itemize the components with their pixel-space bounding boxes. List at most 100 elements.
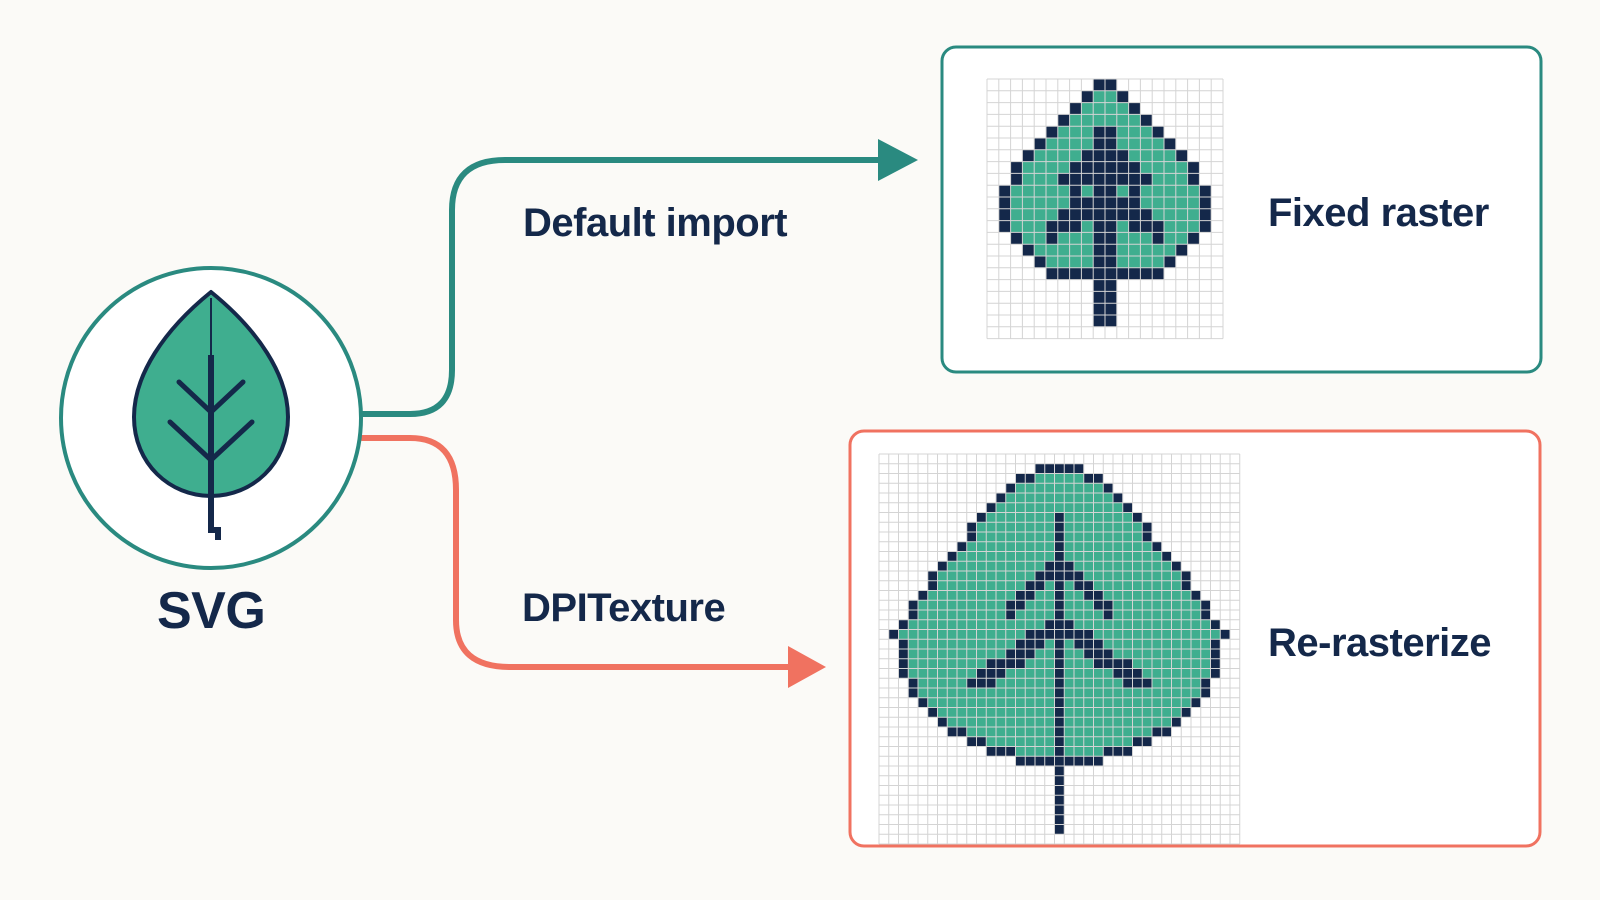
pixel-cell bbox=[1210, 639, 1221, 649]
pixel-cell bbox=[1074, 639, 1084, 649]
pixel-cell bbox=[1054, 736, 1065, 747]
pixel-cell bbox=[966, 629, 977, 640]
pixel-cell bbox=[1113, 580, 1123, 591]
pixel-cell bbox=[1035, 668, 1045, 679]
pixel-cell bbox=[986, 610, 996, 620]
pixel-cell bbox=[1074, 688, 1084, 698]
pixel-cell bbox=[1093, 161, 1105, 174]
fixed-raster-pixel-grid bbox=[986, 78, 1224, 340]
pixel-cell bbox=[898, 639, 909, 649]
pixel-cell bbox=[1093, 244, 1105, 256]
pixel-cell bbox=[1093, 473, 1104, 484]
pixel-cell bbox=[1191, 619, 1201, 630]
pixel-cell bbox=[996, 649, 1006, 659]
pixel-cell bbox=[1175, 149, 1188, 162]
pixel-cell bbox=[1064, 532, 1074, 542]
pixel-cell bbox=[1035, 473, 1045, 484]
pixel-cell bbox=[1105, 232, 1117, 245]
pixel-cell bbox=[1210, 658, 1221, 669]
pixel-cell bbox=[1057, 220, 1070, 233]
pixel-cell bbox=[1035, 502, 1045, 513]
pixel-cell bbox=[1064, 463, 1074, 474]
pixel-cell bbox=[1200, 600, 1211, 610]
pixel-cell bbox=[1161, 619, 1172, 630]
pixel-cell bbox=[1064, 619, 1074, 630]
pixel-cell bbox=[1083, 610, 1094, 620]
pixel-cell bbox=[1081, 149, 1094, 162]
pixel-cell bbox=[1105, 79, 1117, 91]
pixel-cell bbox=[1034, 173, 1046, 186]
pixel-cell bbox=[1054, 532, 1065, 542]
pixel-cell bbox=[996, 571, 1006, 581]
pixel-cell bbox=[966, 688, 977, 698]
pixel-cell bbox=[918, 629, 928, 640]
pixel-cell bbox=[966, 707, 977, 718]
pixel-cell bbox=[966, 600, 977, 610]
pixel-cell bbox=[1175, 232, 1188, 245]
pixel-cell bbox=[957, 678, 967, 688]
pixel-cell bbox=[1044, 668, 1055, 679]
pixel-cell bbox=[976, 688, 987, 698]
pixel-cell bbox=[1015, 649, 1026, 659]
pixel-cell bbox=[1128, 161, 1141, 174]
pixel-cell bbox=[1181, 629, 1191, 640]
pixel-cell bbox=[1093, 561, 1104, 571]
pixel-cell bbox=[1069, 232, 1082, 245]
pixel-cell bbox=[1113, 746, 1123, 757]
pixel-cell bbox=[976, 600, 987, 610]
pixel-cell bbox=[1025, 639, 1035, 649]
pixel-cell bbox=[1113, 610, 1123, 620]
pixel-cell bbox=[1093, 315, 1105, 327]
pixel-cell bbox=[976, 629, 987, 640]
pixel-cell bbox=[1142, 580, 1152, 591]
pixel-cell bbox=[1015, 756, 1026, 766]
pixel-cell bbox=[1057, 161, 1070, 174]
pixel-cell bbox=[1054, 571, 1065, 581]
pixel-cell bbox=[1113, 688, 1123, 698]
pixel-cell bbox=[1064, 522, 1074, 532]
pixel-cell bbox=[1083, 522, 1094, 532]
pixel-cell bbox=[1025, 736, 1035, 747]
pixel-cell bbox=[1122, 551, 1133, 562]
pixel-cell bbox=[1035, 717, 1045, 727]
pixel-cell bbox=[1044, 473, 1055, 484]
pixel-cell bbox=[1122, 736, 1133, 747]
pixel-cell bbox=[1103, 649, 1113, 659]
pixel-cell bbox=[937, 590, 948, 601]
pixel-cell bbox=[976, 580, 987, 591]
pixel-cell bbox=[1074, 512, 1084, 523]
pixel-cell bbox=[1191, 658, 1201, 669]
pixel-cell bbox=[1140, 114, 1153, 127]
pixel-cell bbox=[908, 649, 918, 659]
pixel-cell bbox=[937, 610, 948, 620]
pixel-cell bbox=[1005, 649, 1016, 659]
pixel-cell bbox=[1046, 208, 1058, 221]
pixel-cell bbox=[957, 619, 967, 630]
pixel-cell bbox=[1025, 668, 1035, 679]
pixel-cell bbox=[1069, 197, 1082, 209]
pixel-cell bbox=[1103, 697, 1113, 708]
pixel-cell bbox=[1069, 114, 1082, 127]
pixel-cell bbox=[1093, 668, 1104, 679]
pixel-cell bbox=[1116, 256, 1129, 268]
pixel-cell bbox=[1187, 197, 1200, 209]
pixel-cell bbox=[1113, 629, 1123, 640]
pixel-cell bbox=[1044, 649, 1055, 659]
pixel-cell bbox=[1105, 208, 1117, 221]
pixel-cell bbox=[1093, 267, 1105, 280]
pixel-cell bbox=[1152, 138, 1164, 150]
pixel-cell bbox=[1103, 571, 1113, 581]
pixel-cell bbox=[1191, 629, 1201, 640]
pixel-cell bbox=[986, 649, 996, 659]
pixel-cell bbox=[1199, 197, 1212, 209]
pixel-cell bbox=[976, 512, 987, 523]
pixel-cell bbox=[1191, 697, 1201, 708]
pixel-cell bbox=[1181, 658, 1191, 669]
pixel-cell bbox=[1044, 610, 1055, 620]
pixel-cell bbox=[996, 717, 1006, 727]
pixel-cell bbox=[1035, 532, 1045, 542]
pixel-cell bbox=[947, 590, 957, 601]
pixel-cell bbox=[1161, 658, 1172, 669]
pixel-cell bbox=[1054, 522, 1065, 532]
pixel-cell bbox=[898, 629, 909, 640]
